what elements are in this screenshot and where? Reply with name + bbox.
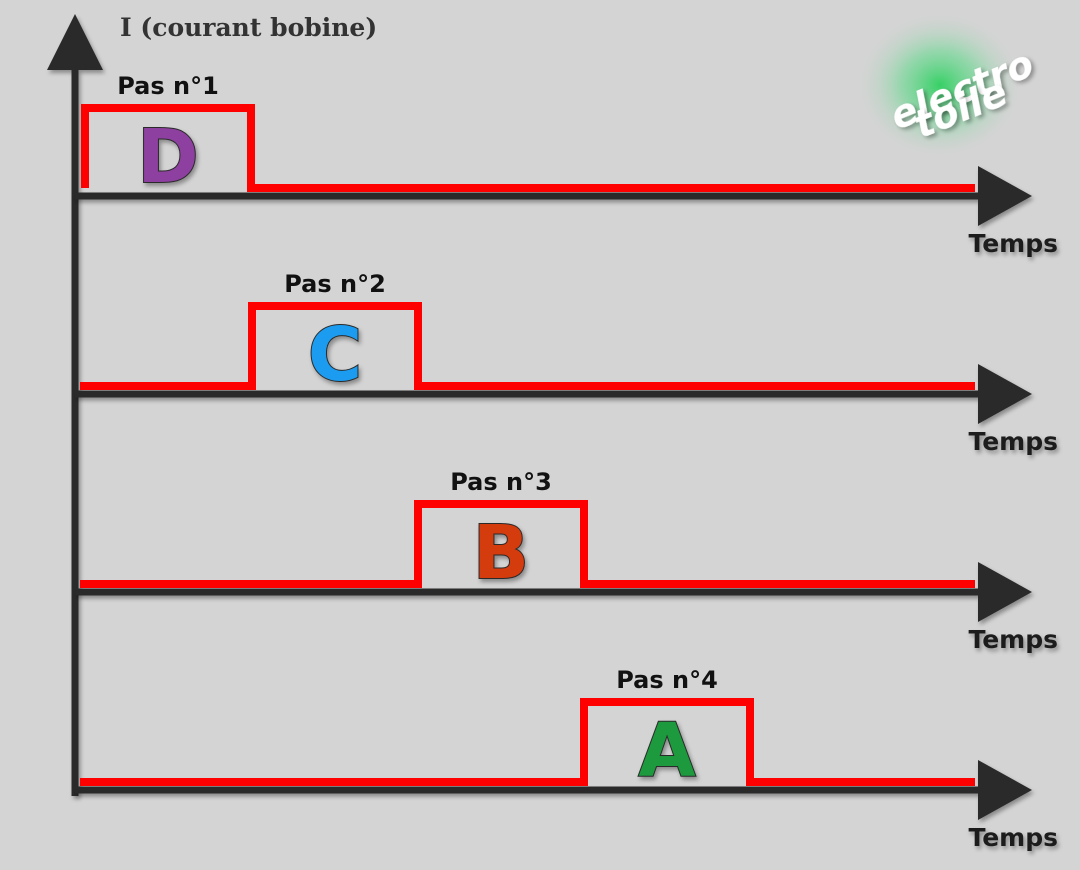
current-axis-arrow (47, 14, 103, 70)
time-axis-label-1: Temps (968, 229, 1058, 258)
step-row-1: Pas n°1D Temps (75, 72, 1058, 258)
step-row-4: Pas n°4A Temps (75, 666, 1058, 852)
time-axis-1 (75, 166, 1032, 226)
current-pulse-1 (81, 104, 975, 192)
current-pulse-2 (80, 302, 975, 390)
current-pulse-3 (80, 500, 975, 588)
time-axis-label-4: Temps (968, 823, 1058, 852)
time-axis-4 (75, 760, 1032, 820)
step-label-2: Pas n°2 (284, 270, 386, 298)
step-row-2: Pas n°2C Temps (75, 270, 1058, 456)
electrotoile-logo: electro toile (855, 10, 1040, 160)
step-label-4: Pas n°4 (616, 666, 718, 694)
time-axis-arrow (978, 364, 1032, 424)
current-pulse-4 (80, 698, 975, 786)
time-axis-arrow (978, 760, 1032, 820)
step-label-3: Pas n°3 (450, 468, 552, 496)
time-axis-label-2: Temps (968, 427, 1058, 456)
time-axis-2 (75, 364, 1032, 424)
time-axis-arrow (978, 166, 1032, 226)
step-row-3: Pas n°3B Temps (75, 468, 1058, 654)
coil-letter-c: C (308, 312, 362, 398)
coil-letter-a: A (638, 708, 695, 794)
time-axis-label-3: Temps (968, 625, 1058, 654)
time-axis-arrow (978, 562, 1032, 622)
coil-letter-b: B (473, 510, 529, 596)
step-label-1: Pas n°1 (117, 72, 219, 100)
logo-glow (855, 10, 1025, 160)
coil-letter-d: D (137, 114, 198, 200)
current-axis (47, 14, 103, 796)
current-axis-label: I (courant bobine) (120, 13, 377, 42)
time-axis-3 (75, 562, 1032, 622)
